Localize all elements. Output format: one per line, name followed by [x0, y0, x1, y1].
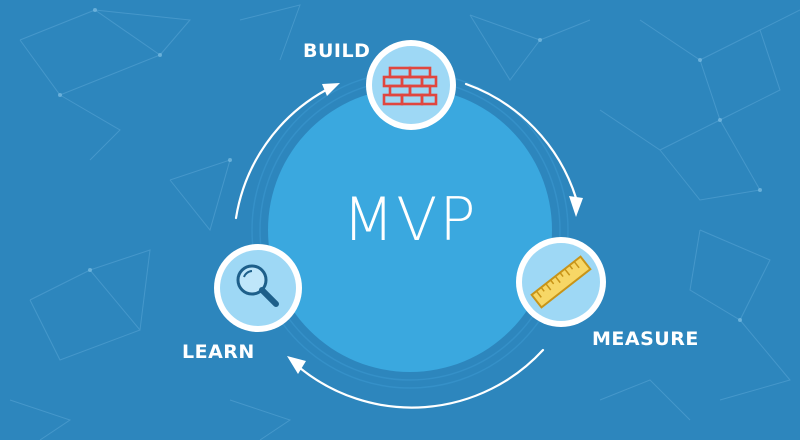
- network-lines: [9, 4, 800, 440]
- arrow-heads: [287, 83, 583, 374]
- learn-node: [214, 244, 302, 332]
- learn-label: LEARN: [182, 341, 255, 363]
- arrow-build-to-measure: [464, 82, 578, 200]
- build-node: [366, 40, 456, 130]
- build-label: BUILD: [303, 40, 371, 62]
- measure-node: [516, 237, 606, 327]
- arrowhead-learn: [287, 356, 306, 374]
- magnifying-glass-icon: [236, 264, 279, 307]
- arrow-learn-to-build: [234, 88, 328, 220]
- network-dots: [58, 8, 762, 322]
- center-circle: [268, 88, 552, 372]
- arrowhead-measure: [569, 196, 583, 217]
- measure-label: MEASURE: [592, 328, 699, 350]
- arrow-measure-to-learn: [298, 348, 545, 409]
- ruler-icon: [530, 255, 592, 309]
- arrowhead-build: [322, 83, 340, 96]
- cycle-arrows: [234, 82, 578, 409]
- brick-wall-icon: [382, 66, 438, 106]
- center-title: MVP: [342, 185, 478, 255]
